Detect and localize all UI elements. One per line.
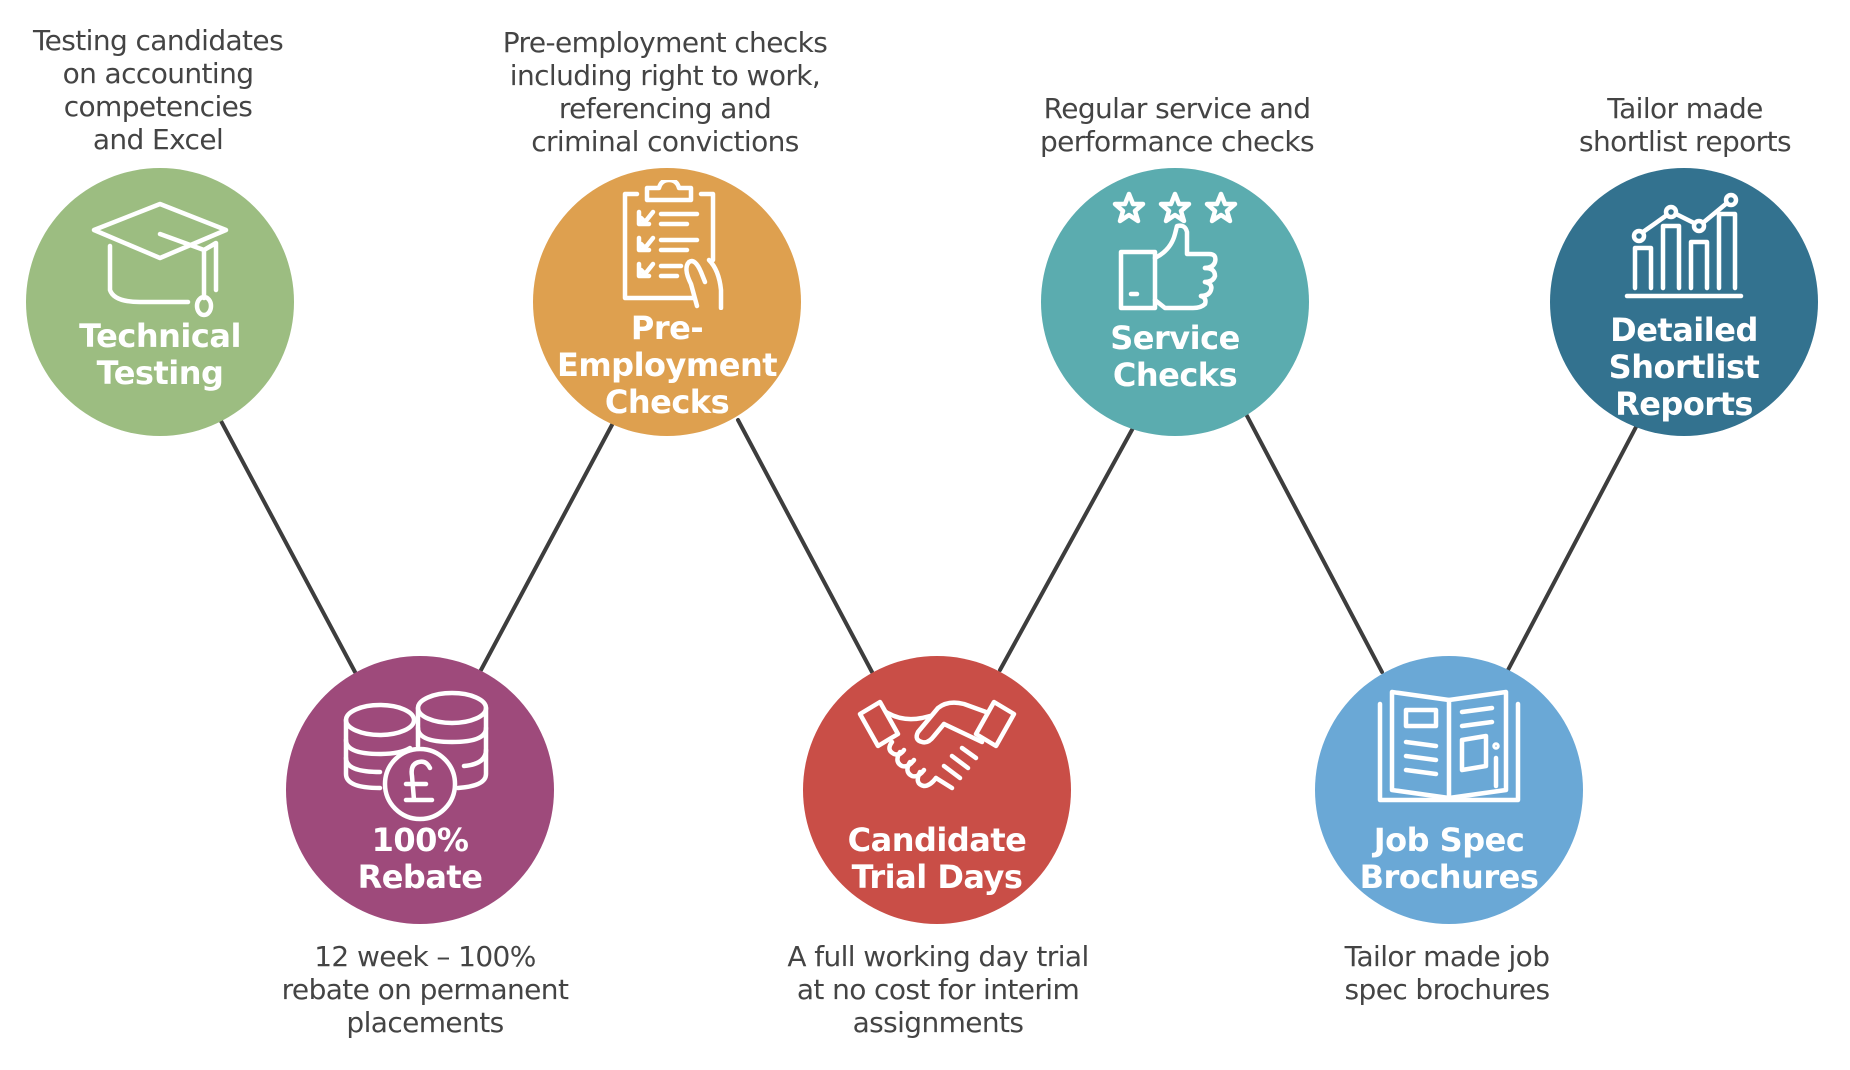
node-detailed-shortlist-reports: Detailed Shortlist Reports <box>1550 168 1818 436</box>
rebate-description: 12 week – 100% rebate on permanent place… <box>281 940 569 1039</box>
node-service-checks: Service Checks <box>1041 168 1309 436</box>
clipboard-checklist-icon <box>617 180 737 310</box>
rebate-label: 100% Rebate <box>357 821 483 896</box>
node-rebate: 100% Rebate <box>286 656 554 924</box>
job-spec-brochures-label: Job Spec Brochures <box>1359 821 1539 896</box>
detailed-shortlist-reports-description: Tailor made shortlist reports <box>1579 92 1791 158</box>
connector-candidate-to-service <box>998 426 1135 672</box>
handshake-icon <box>852 692 1022 802</box>
service-checks-label: Service Checks <box>1110 319 1240 394</box>
service-checks-description: Regular service and performance checks <box>1040 92 1315 158</box>
node-technical-testing: Technical Testing <box>26 168 294 436</box>
node-candidate-trial-days: Candidate Trial Days <box>803 656 1071 924</box>
connector-pre-employment-to-candidate <box>736 418 874 674</box>
technical-testing-label: Technical Testing <box>79 317 241 392</box>
candidate-trial-days-label: Candidate Trial Days <box>847 821 1027 896</box>
node-pre-employment-checks: Pre- Employment Checks <box>533 168 801 436</box>
connector-job-spec-to-detailed <box>1506 425 1638 672</box>
connector-service-to-job-spec <box>1244 412 1384 674</box>
connector-rebate-to-pre-employment <box>479 421 615 672</box>
thumbs-up-stars-icon <box>1105 190 1245 320</box>
pre-employment-description: Pre-employment checks including right to… <box>502 26 828 158</box>
connector-technical-to-rebate <box>219 419 357 674</box>
open-brochure-icon <box>1374 686 1524 806</box>
detailed-shortlist-reports-label: Detailed Shortlist Reports <box>1608 311 1760 423</box>
candidate-trial-days-description: A full working day trial at no cost for … <box>787 940 1089 1039</box>
job-spec-brochures-description: Tailor made job spec brochures <box>1344 940 1550 1006</box>
bar-line-chart-icon <box>1619 192 1749 302</box>
node-job-spec-brochures: Job Spec Brochures <box>1315 656 1583 924</box>
technical-testing-description: Testing candidates on accounting compete… <box>32 24 284 156</box>
graduation-cap-icon <box>80 198 240 318</box>
coins-pound-icon <box>340 688 500 828</box>
pre-employment-label: Pre- Employment Checks <box>556 309 778 421</box>
